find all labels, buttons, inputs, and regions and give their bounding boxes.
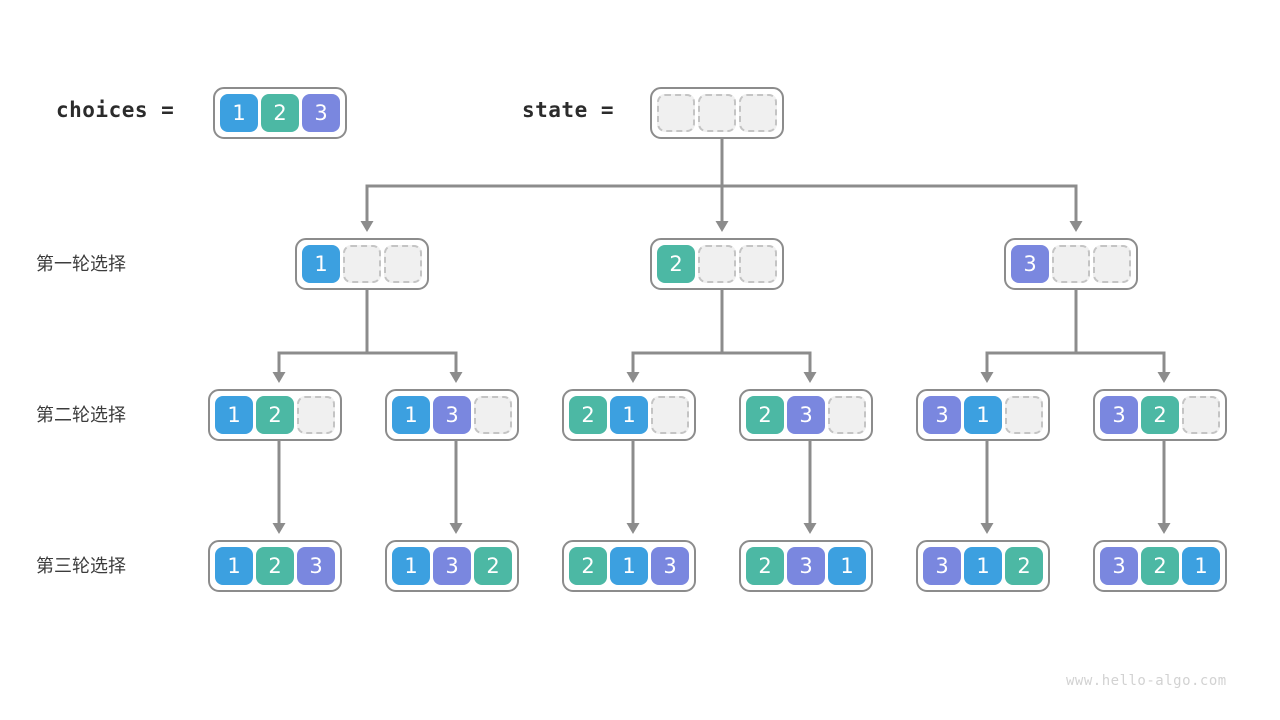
edge-arrowhead bbox=[272, 523, 286, 534]
edge-arrowhead bbox=[1069, 221, 1083, 232]
cell-value: 1 bbox=[610, 396, 648, 434]
edge-arrowhead bbox=[626, 372, 640, 383]
cell-value: 3 bbox=[1011, 245, 1049, 283]
cell-value: 1 bbox=[392, 396, 430, 434]
cell-empty bbox=[828, 396, 866, 434]
round1-node-3[interactable]: 3 bbox=[1004, 238, 1138, 290]
cell-value: 1 bbox=[964, 396, 1002, 434]
cell-value: 1 bbox=[215, 396, 253, 434]
cell-value: 3 bbox=[787, 396, 825, 434]
cell-value: 2 bbox=[569, 547, 607, 585]
edge-arrowhead bbox=[360, 221, 374, 232]
cell-empty bbox=[739, 94, 777, 132]
cell-empty bbox=[1052, 245, 1090, 283]
edge-arrowhead bbox=[980, 372, 994, 383]
cell-value: 2 bbox=[1005, 547, 1043, 585]
cell-value: 2 bbox=[1141, 547, 1179, 585]
state-array[interactable] bbox=[650, 87, 784, 139]
edge-arrowhead bbox=[449, 372, 463, 383]
cell-value: 2 bbox=[1141, 396, 1179, 434]
edge-arrowhead bbox=[980, 523, 994, 534]
cell-value: 2 bbox=[746, 396, 784, 434]
cell-value: 2 bbox=[256, 547, 294, 585]
cell-value: 1 bbox=[1182, 547, 1220, 585]
cell-value: 3 bbox=[1100, 547, 1138, 585]
state-label: state = bbox=[522, 98, 615, 122]
cell-value: 1 bbox=[392, 547, 430, 585]
cell-empty bbox=[1005, 396, 1043, 434]
edge-arrowhead bbox=[803, 523, 817, 534]
round1-node-2[interactable]: 2 bbox=[650, 238, 784, 290]
cell-value: 1 bbox=[220, 94, 258, 132]
cell-value: 3 bbox=[923, 396, 961, 434]
cell-value: 1 bbox=[964, 547, 1002, 585]
cell-empty bbox=[297, 396, 335, 434]
cell-empty bbox=[1182, 396, 1220, 434]
cell-empty bbox=[474, 396, 512, 434]
cell-value: 3 bbox=[1100, 396, 1138, 434]
cell-value: 2 bbox=[261, 94, 299, 132]
edge-arrowhead bbox=[272, 372, 286, 383]
cell-empty bbox=[739, 245, 777, 283]
cell-value: 3 bbox=[787, 547, 825, 585]
watermark: www.hello-algo.com bbox=[1066, 673, 1227, 689]
cell-value: 1 bbox=[610, 547, 648, 585]
cell-value: 3 bbox=[302, 94, 340, 132]
row-label-1: 第一轮选择 bbox=[36, 254, 126, 275]
cell-value: 3 bbox=[297, 547, 335, 585]
edge-arrowhead bbox=[1157, 523, 1171, 534]
cell-value: 1 bbox=[215, 547, 253, 585]
row-label-2: 第二轮选择 bbox=[36, 405, 126, 426]
cell-empty bbox=[343, 245, 381, 283]
cell-value: 2 bbox=[256, 396, 294, 434]
cell-value: 1 bbox=[828, 547, 866, 585]
edge-arrowhead bbox=[449, 523, 463, 534]
cell-value: 3 bbox=[651, 547, 689, 585]
cell-value: 3 bbox=[433, 547, 471, 585]
cell-empty bbox=[651, 396, 689, 434]
cell-empty bbox=[1093, 245, 1131, 283]
cell-empty bbox=[698, 245, 736, 283]
round1-node-1[interactable]: 1 bbox=[295, 238, 429, 290]
choices-label: choices = bbox=[56, 98, 175, 122]
cell-value: 3 bbox=[433, 396, 471, 434]
cell-value: 2 bbox=[474, 547, 512, 585]
edge-arrowhead bbox=[803, 372, 817, 383]
cell-value: 3 bbox=[923, 547, 961, 585]
cell-empty bbox=[698, 94, 736, 132]
cell-empty bbox=[384, 245, 422, 283]
cell-value: 2 bbox=[746, 547, 784, 585]
cell-value: 1 bbox=[302, 245, 340, 283]
edge-arrowhead bbox=[626, 523, 640, 534]
row-label-3: 第三轮选择 bbox=[36, 556, 126, 577]
edge-arrowhead bbox=[1157, 372, 1171, 383]
cell-empty bbox=[657, 94, 695, 132]
edge-arrowhead bbox=[715, 221, 729, 232]
cell-value: 2 bbox=[657, 245, 695, 283]
cell-value: 2 bbox=[569, 396, 607, 434]
